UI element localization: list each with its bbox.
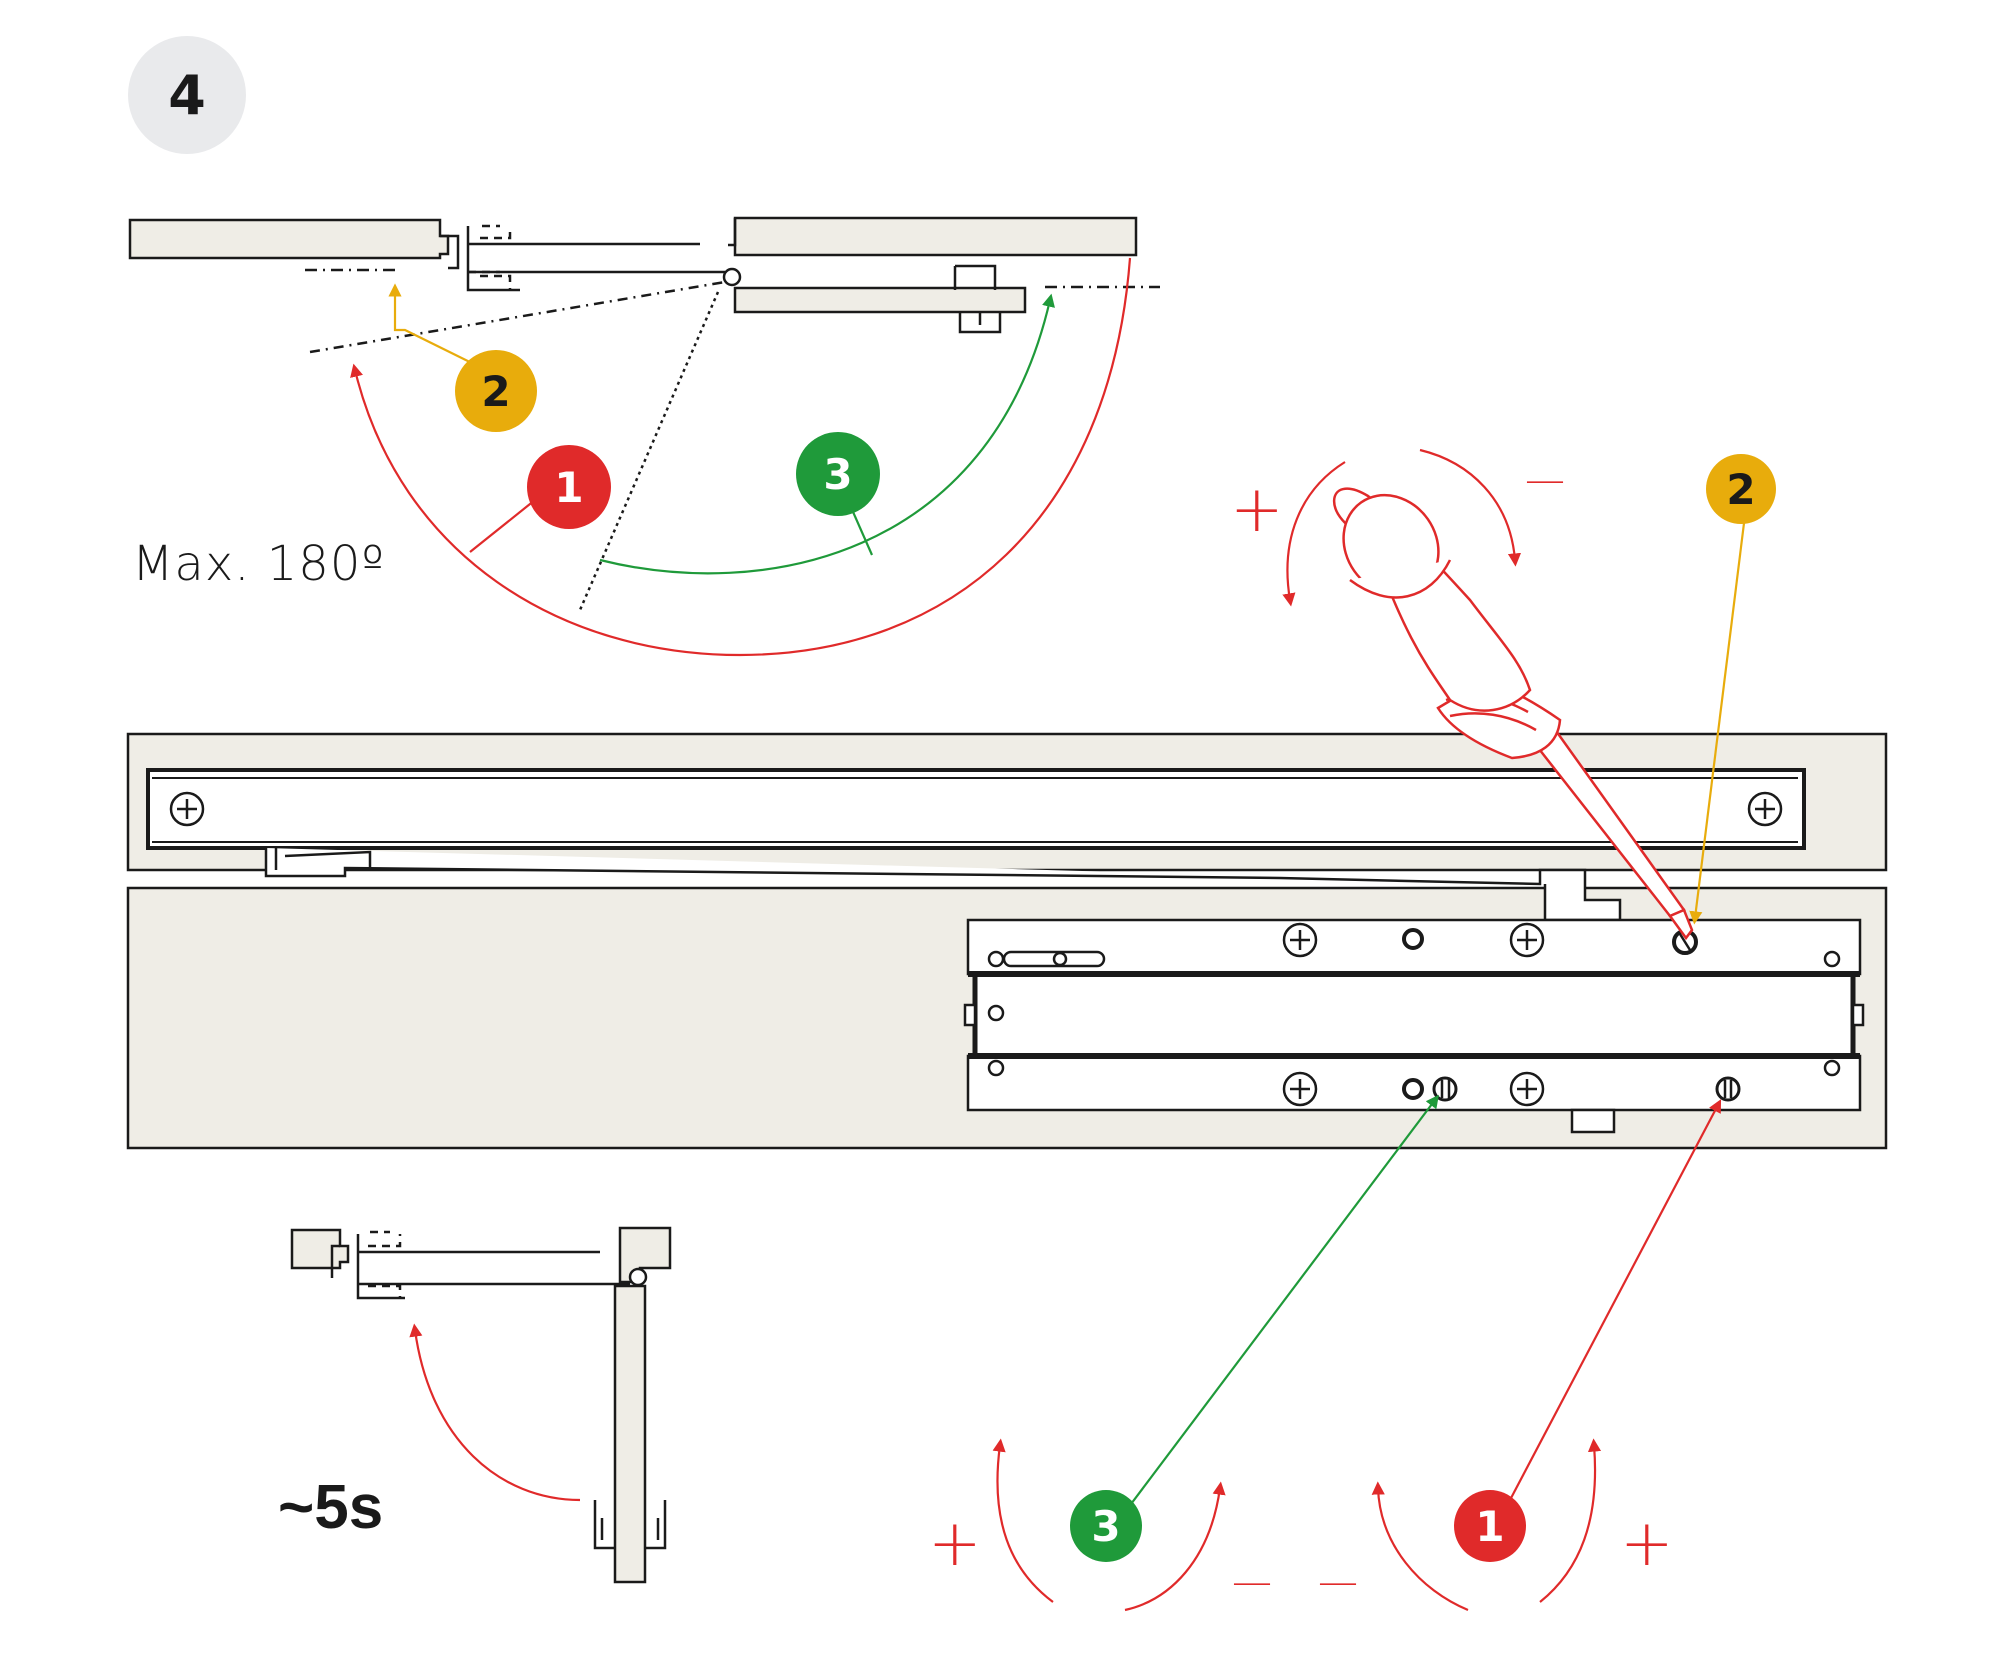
pivot-point bbox=[722, 267, 742, 287]
max-angle-label: Max. 180º bbox=[132, 536, 385, 592]
callout-2-closer: 2 bbox=[1706, 454, 1776, 524]
angle-arcs bbox=[350, 257, 1132, 657]
minus-sign-valve-3: — bbox=[1232, 1559, 1272, 1605]
callout-3-bottom: 3 bbox=[1070, 1490, 1142, 1562]
closing-time-label: ~5s bbox=[278, 1473, 384, 1542]
hinge-bracket-left bbox=[440, 234, 460, 270]
leader-green-top bbox=[848, 504, 874, 556]
valve-leaders bbox=[1127, 514, 1747, 1509]
arc-red-max bbox=[350, 257, 1132, 657]
callout-3-top: 3 bbox=[796, 432, 880, 516]
screwdriver bbox=[1332, 487, 1694, 941]
frame-left bbox=[128, 218, 450, 260]
bracket-right bbox=[953, 264, 1002, 334]
slide-rail bbox=[146, 768, 1806, 850]
handle-rotation-arrows bbox=[1282, 448, 1522, 607]
frame-right bbox=[733, 216, 1138, 257]
door-closer-assembly bbox=[126, 732, 1888, 1150]
minus-sign-handle: — bbox=[1525, 457, 1565, 503]
door-swing-diagram bbox=[128, 216, 1160, 611]
callout-1-top: 1 bbox=[527, 445, 611, 529]
plus-sign-handle: + bbox=[1230, 473, 1284, 547]
valve-3-screw bbox=[1432, 1076, 1458, 1102]
callout-1-bottom: 1 bbox=[1454, 1490, 1526, 1562]
plus-sign-valve-1: + bbox=[1620, 1507, 1674, 1581]
rail-screw-right bbox=[1747, 791, 1783, 827]
closed-door-panel bbox=[468, 242, 725, 274]
small-frame-left bbox=[290, 1228, 350, 1270]
leader-red-top bbox=[469, 499, 536, 553]
valve-rotation-arrows bbox=[992, 1438, 1602, 1612]
plus-sign-valve-3: + bbox=[928, 1507, 982, 1581]
small-door-open bbox=[613, 1284, 647, 1584]
open-door-panel bbox=[733, 286, 1027, 314]
arc-green bbox=[599, 293, 1055, 575]
closing-arrow bbox=[409, 1323, 581, 1502]
closer-body-middle bbox=[972, 971, 1856, 1059]
step-number: 4 bbox=[168, 63, 206, 127]
rail-screw-left bbox=[169, 791, 205, 827]
callout-2-top: 2 bbox=[455, 350, 537, 432]
closing-time-diagram bbox=[290, 1226, 672, 1584]
step-number-badge: 4 bbox=[128, 36, 246, 154]
valve-1-screw bbox=[1715, 1076, 1741, 1102]
leader-yellow-top bbox=[388, 283, 491, 373]
minus-sign-valve-1: — bbox=[1318, 1559, 1358, 1605]
